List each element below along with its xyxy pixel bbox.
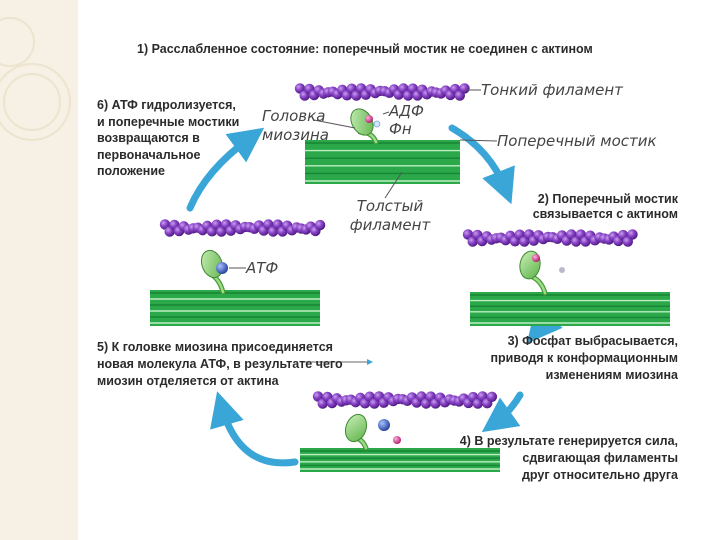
actin-bead [459, 83, 470, 94]
panel-4-atp-molecule [378, 419, 390, 431]
thick-filament-pointer [384, 171, 403, 199]
myosin-head [519, 250, 541, 280]
thick-filament-label: Толстый филамент [345, 197, 435, 235]
step-4-label: 4) В результате генерируется сила, сдвиг… [420, 433, 678, 484]
step-1-label: 1) Расслабленное состояние: поперечный м… [137, 42, 593, 56]
step-4-line-2: сдвигающая филаменты [522, 451, 678, 465]
panel-2-adp-molecule [532, 254, 540, 262]
panel-4-thick-filament [300, 448, 500, 472]
step-3-line-1: 3) Фосфат выбрасывается, [507, 334, 678, 348]
thick-filament-body [470, 292, 670, 326]
step-5-line-3: миозин отделяется от актина [97, 374, 279, 388]
step-4-line-3: друг относительно друга [521, 468, 678, 482]
panel-1-myosin [350, 108, 379, 145]
panel-1-actin [294, 83, 470, 101]
thick-filament-line-2: филамент [349, 216, 431, 234]
panel-5-atp-molecule [216, 262, 228, 274]
cross-bridge-pointer [459, 139, 498, 142]
actin-bead [486, 391, 498, 402]
adp-pointer [382, 111, 390, 115]
panel-2-actin [462, 229, 638, 247]
cross-bridge-label: Поперечный мостик [497, 132, 657, 150]
cycle-arrow-3-to-4 [481, 391, 524, 433]
panel-1-pi-molecule [373, 120, 381, 128]
step-6-line-3: возвращаются в [97, 131, 200, 145]
phosphate-label: Фн [389, 120, 412, 138]
panel-4-myosin [344, 413, 369, 451]
panel-1-adp-molecule [365, 115, 373, 123]
thick-filament-body [150, 290, 320, 326]
myosin-head-pointer [313, 119, 356, 129]
step-6-line-5: положение [97, 164, 165, 178]
myosin-head-line-2: миозина [262, 126, 329, 144]
step-2-line-1: 2) Поперечный мостик [537, 192, 678, 206]
step-2-label: 2) Поперечный мостик связывается с актин… [500, 192, 678, 222]
step-3-line-2: приводя к конформационным [490, 351, 678, 365]
step-5-line-2: новая молекула АТФ, в результате чего [97, 357, 343, 371]
step-3-label: 3) Фосфат выбрасывается, приводя к конфо… [440, 333, 678, 384]
panel-2-phosphate [559, 267, 565, 273]
panel-1-thick-filament [305, 140, 460, 184]
thick-filament-body [305, 140, 460, 184]
step-5-line-1: 5) К головке миозина присоединяется [97, 340, 333, 354]
panel-2-thick-filament [470, 292, 670, 326]
cycle-arrow-6-to-1 [186, 127, 265, 212]
panel-5-actin [159, 219, 326, 237]
adp-label: АДФ [389, 102, 424, 120]
step-6-line-4: первоначальное [97, 147, 201, 162]
decorative-side-panel [0, 0, 78, 540]
step-3-line-3: изменениям миозина [545, 368, 678, 382]
myosin-head-label: Головка миозина [262, 107, 329, 145]
step-5-label: 5) К головке миозина присоединяется нова… [97, 339, 343, 390]
cycle-arrow-4-to-5 [210, 391, 299, 467]
actin-bead [627, 229, 638, 240]
panel-4-actin [312, 391, 498, 409]
panel-5-thick-filament [150, 290, 320, 326]
myosin-head [344, 413, 368, 443]
step-4-line-1: 4) В результате генерируется сила, [459, 434, 678, 448]
decorative-circles [0, 17, 71, 141]
step-6-label: 6) АТФ гидролизуется, и поперечные мости… [97, 97, 239, 180]
myosin-head-line-1: Головка [262, 107, 326, 125]
cycle-arrow-1-to-2 [448, 124, 515, 205]
atp-label: АТФ [246, 259, 279, 277]
panel-4-phosphate [393, 436, 401, 444]
step-6-line-2: и поперечные мостики [97, 114, 240, 129]
step-2-line-2: связывается с актином [532, 207, 678, 221]
thick-filament-body [300, 448, 500, 472]
thin-filament-label: Тонкий филамент [481, 81, 623, 99]
thick-filament-line-1: Толстый [356, 197, 424, 215]
panel-2-myosin [519, 250, 548, 296]
step-6-line-1: 6) АТФ гидролизуется, [97, 98, 236, 112]
actin-bead [314, 219, 326, 231]
